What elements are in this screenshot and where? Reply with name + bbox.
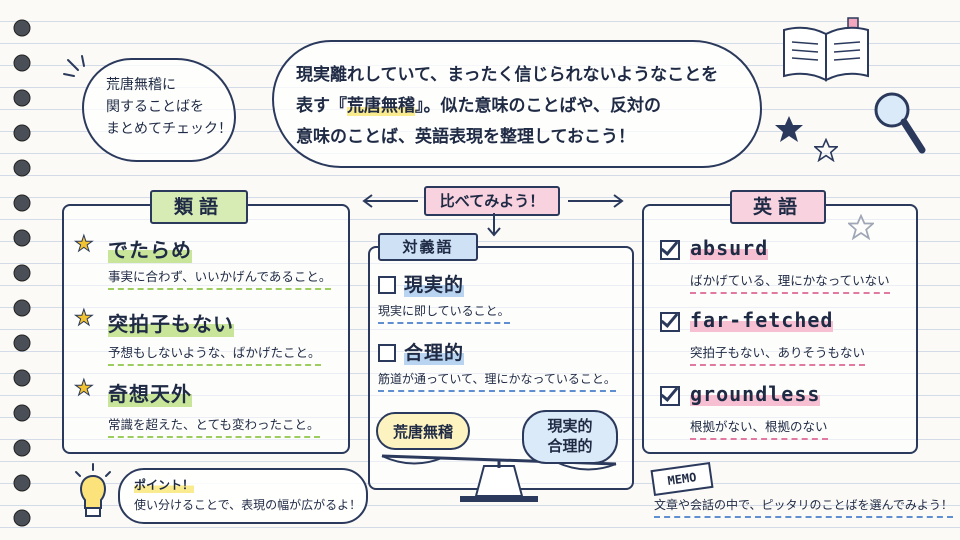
point-text: 使い分けることで、表現の幅が広がるよ！ xyxy=(134,498,362,512)
antonym-term-1: 現実的 xyxy=(404,270,465,297)
intro-line-3: まとめてチェック！ xyxy=(106,121,232,137)
main-line-2-pre: 表す『 xyxy=(296,96,347,116)
open-book-icon xyxy=(783,17,869,82)
main-line-3: 意味のことば、英語表現を整理しておこう！ xyxy=(296,127,635,147)
intro-line-1: 荒唐無稽に xyxy=(106,77,176,93)
magnifier-icon xyxy=(874,92,926,154)
spiral-binding xyxy=(13,19,31,527)
intro-line-2: 関することばを xyxy=(106,99,204,115)
checkbox-checked-icon xyxy=(660,312,680,332)
compare-label: 比べてみよう！ xyxy=(424,186,560,216)
antonym-term-2: 合理的 xyxy=(404,338,465,365)
scale-left-text: 荒唐無稽 xyxy=(392,423,453,441)
synonym-term-3: 奇想天外 xyxy=(108,378,192,407)
scale-left-cloud: 荒唐無稽 xyxy=(376,412,470,450)
arrow-down-icon xyxy=(487,213,501,237)
antonym-desc-2: 筋道が通っていて、理にかなっていること。 xyxy=(378,370,616,392)
sparkle-lines-icon xyxy=(63,55,85,77)
star-icon: ★ xyxy=(74,232,95,258)
synonym-desc-3: 常識を超えた、とても変わったこと。 xyxy=(108,414,320,438)
point-bubble: ポイント！ 使い分けることで、表現の幅が広がるよ！ xyxy=(118,468,368,524)
english-term-3: groundless xyxy=(690,382,821,406)
checkbox-empty-icon xyxy=(378,276,396,294)
memo-text: 文章や会話の中で、ピッタリのことばを選んでみよう！ xyxy=(654,496,953,518)
synonyms-title: 類語 xyxy=(150,190,248,224)
synonym-term-2: 突拍子もない xyxy=(108,308,234,337)
synonym-desc-2: 予想もしないような、ばかげたこと。 xyxy=(108,342,321,366)
checkbox-empty-icon xyxy=(378,344,396,362)
main-keyword: 荒唐無稽 xyxy=(347,96,415,116)
memo-tag: MEMO xyxy=(650,461,714,497)
english-term-2: far-fetched xyxy=(690,308,834,332)
scale-right-cloud: 現実的 合理的 xyxy=(522,410,618,464)
star-icon: ★ xyxy=(74,376,95,402)
checkbox-checked-icon xyxy=(660,240,680,260)
point-label: ポイント！ xyxy=(134,476,195,493)
antonym-desc-1: 現実に即していること。 xyxy=(378,302,510,324)
main-line-1: 現実離れしていて、まったく信じられないようなことを xyxy=(296,65,719,85)
star-outline-icon xyxy=(814,138,838,162)
intro-cloud: 荒唐無稽に 関することばを まとめてチェック！ xyxy=(82,58,236,162)
arrow-left-icon xyxy=(362,194,418,208)
main-line-2-post: 』。似た意味のことばや、反対の xyxy=(415,96,661,116)
star-dark-icon xyxy=(775,116,803,142)
scale-right-text-1: 現実的 xyxy=(547,417,593,435)
compare-label-text: 比べてみよう！ xyxy=(439,192,545,210)
english-desc-3: 根拠がない、根拠のない xyxy=(690,416,828,440)
english-term-1: absurd xyxy=(690,236,769,260)
main-cloud: 現実離れしていて、まったく信じられないようなことを 表す『荒唐無稽』。似た意味の… xyxy=(272,40,762,168)
scale-right-text-2: 合理的 xyxy=(547,437,593,455)
synonym-term-1: でたらめ xyxy=(108,234,192,263)
antonyms-title: 対義語 xyxy=(378,233,478,261)
checkbox-checked-icon xyxy=(660,386,680,406)
english-desc-2: 突拍子もない、ありそうもない xyxy=(690,342,866,366)
english-title: 英語 xyxy=(730,190,826,224)
arrow-right-icon xyxy=(568,194,624,208)
synonym-desc-1: 事実に合わず、いいかげんであること。 xyxy=(108,266,332,290)
lightbulb-icon xyxy=(75,463,111,517)
star-icon: ★ xyxy=(74,306,95,332)
english-desc-1: ばかげている、理にかなっていない xyxy=(690,270,890,294)
